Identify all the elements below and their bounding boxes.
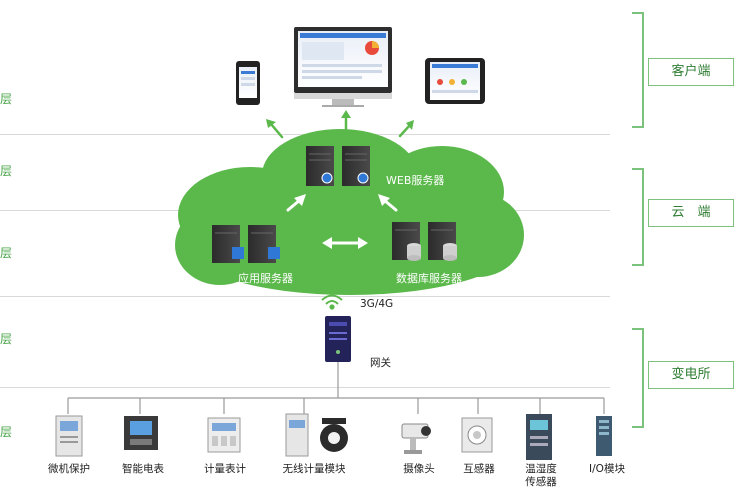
tier-bracket: [632, 12, 644, 128]
db-server-label: 数据库服务器: [396, 272, 462, 285]
layer-divider: [0, 296, 610, 297]
phone-icon: [236, 61, 260, 105]
web-server-label: WEB服务器: [386, 174, 445, 187]
web-server-icon: [306, 146, 370, 186]
protection-relay-icon: [55, 415, 83, 457]
tier-label-client: 客户端: [648, 58, 734, 86]
database-server-icon: [392, 222, 457, 261]
wireless-module-icon: [285, 413, 348, 457]
gateway-icon: [325, 316, 351, 362]
app-server-icon: [212, 225, 280, 263]
device-label: I/O模块: [589, 463, 625, 475]
tier-bracket: [632, 328, 644, 428]
layer-label: 层: [0, 425, 13, 439]
layer-divider: [0, 387, 610, 388]
device-label: 计量表计: [204, 463, 246, 475]
humidity-sensor-icon: [526, 414, 552, 460]
tier-label-cloud: 云 端: [648, 199, 734, 227]
device-label: 无线计量模块: [282, 463, 346, 475]
transformer-icon: [461, 417, 493, 453]
layer-label: 层: [0, 92, 13, 106]
tier-label-substation: 变电所: [648, 361, 734, 389]
meter-gauge-icon: [207, 417, 241, 453]
gateway-label: 网关: [370, 357, 391, 369]
device-label: 智能电表: [122, 463, 164, 475]
app-server-label: 应用服务器: [238, 272, 293, 285]
tier-bracket: [632, 168, 644, 266]
smart-meter-icon: [124, 416, 158, 450]
network-label: 3G/4G: [360, 298, 394, 310]
device-label: 微机保护: [48, 463, 90, 475]
tablet-icon: [425, 58, 485, 104]
device-label: 温湿度 传感器: [525, 463, 557, 488]
cloud-shape: [175, 129, 524, 295]
wireless-signal-icon: [321, 294, 343, 310]
layer-label: 层: [0, 332, 13, 346]
layer-label: 层: [0, 246, 13, 260]
device-label: 摄像头: [403, 463, 435, 475]
io-module-icon: [596, 416, 612, 456]
device-label: 互感器: [463, 463, 495, 475]
camera-icon: [401, 423, 431, 454]
layer-label: 层: [0, 164, 13, 178]
monitor-icon: [294, 27, 392, 107]
